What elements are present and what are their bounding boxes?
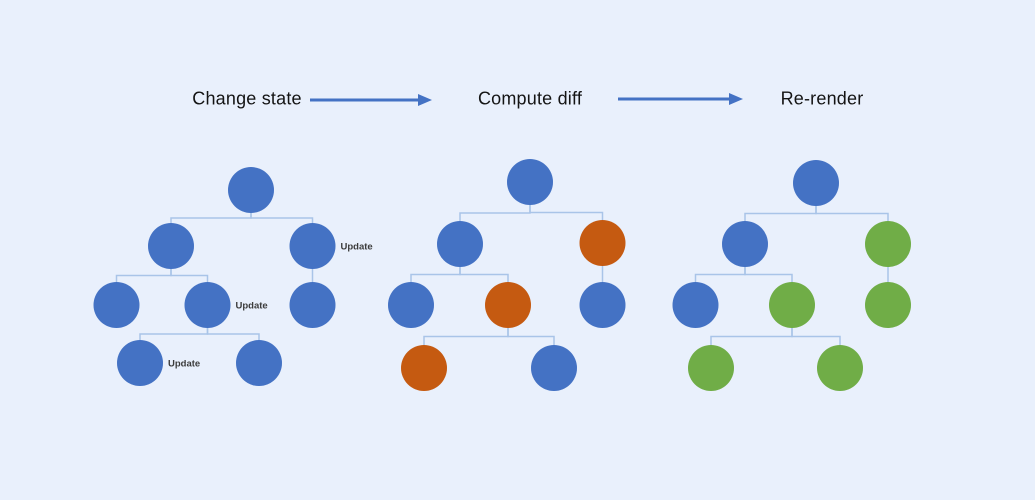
tree-connector xyxy=(710,328,793,345)
change-state-tree-node-right xyxy=(289,223,336,269)
change-state-tree-node-root xyxy=(228,167,274,213)
tree-connector xyxy=(423,328,509,345)
compute-diff-tree-node-bottom-left xyxy=(401,345,447,391)
tree-connector xyxy=(694,267,746,282)
tree-connector xyxy=(115,269,172,282)
re-render-tree-node-mid xyxy=(769,282,815,328)
re-render-tree-node-bottom-left xyxy=(688,345,734,391)
change-state-tree-node-left xyxy=(148,223,194,269)
compute-diff-tree-node-right xyxy=(579,220,626,266)
step-label-re-render: Re-render xyxy=(780,88,864,109)
compute-diff-tree xyxy=(388,159,626,391)
re-render-tree-node-left xyxy=(722,221,768,267)
tree-connector xyxy=(170,269,209,282)
re-render-tree-node-right-child xyxy=(865,282,911,328)
re-render-tree-node-bottom-right xyxy=(817,345,863,391)
node-update-label: Update xyxy=(341,242,373,253)
compute-diff-tree-node-root xyxy=(507,159,553,205)
compute-diff-tree-node-left-left xyxy=(388,282,434,328)
compute-diff-tree-node-bottom-right xyxy=(531,345,577,391)
re-render-tree-node-root xyxy=(793,160,839,206)
tree-connector xyxy=(815,206,889,221)
node-update-label: Update xyxy=(168,359,200,370)
re-render-tree-node-right xyxy=(865,221,911,267)
re-render-tree-node-left-left xyxy=(672,282,719,328)
re-render-tree xyxy=(672,160,911,391)
tree-connector xyxy=(459,205,531,221)
step-label-compute-diff: Compute diff xyxy=(477,88,583,109)
change-state-tree-node-right-child xyxy=(289,282,336,328)
compute-diff-tree-node-left xyxy=(437,221,483,267)
tree-connector xyxy=(459,267,509,282)
tree-connector xyxy=(410,267,461,282)
step-label-change-state: Change state xyxy=(192,88,302,109)
change-state-tree-node-mid xyxy=(184,282,231,328)
tree-connector xyxy=(206,328,260,340)
tree-connector xyxy=(507,328,555,345)
tree-connector xyxy=(744,267,793,282)
change-state-tree-node-bottom-left xyxy=(117,340,163,386)
tree-connector xyxy=(529,205,604,220)
compute-diff-tree-node-mid xyxy=(485,282,531,328)
change-state-tree-node-left-left xyxy=(93,282,140,328)
tree-connector xyxy=(791,328,841,345)
tree-connector xyxy=(250,213,314,223)
tree-connector xyxy=(744,206,817,221)
node-update-label: Update xyxy=(236,301,268,312)
compute-diff-tree-node-right-child xyxy=(579,282,626,328)
change-state-tree-node-bottom-right xyxy=(236,340,282,386)
tree-connector xyxy=(170,213,252,223)
tree-connector xyxy=(139,328,209,340)
